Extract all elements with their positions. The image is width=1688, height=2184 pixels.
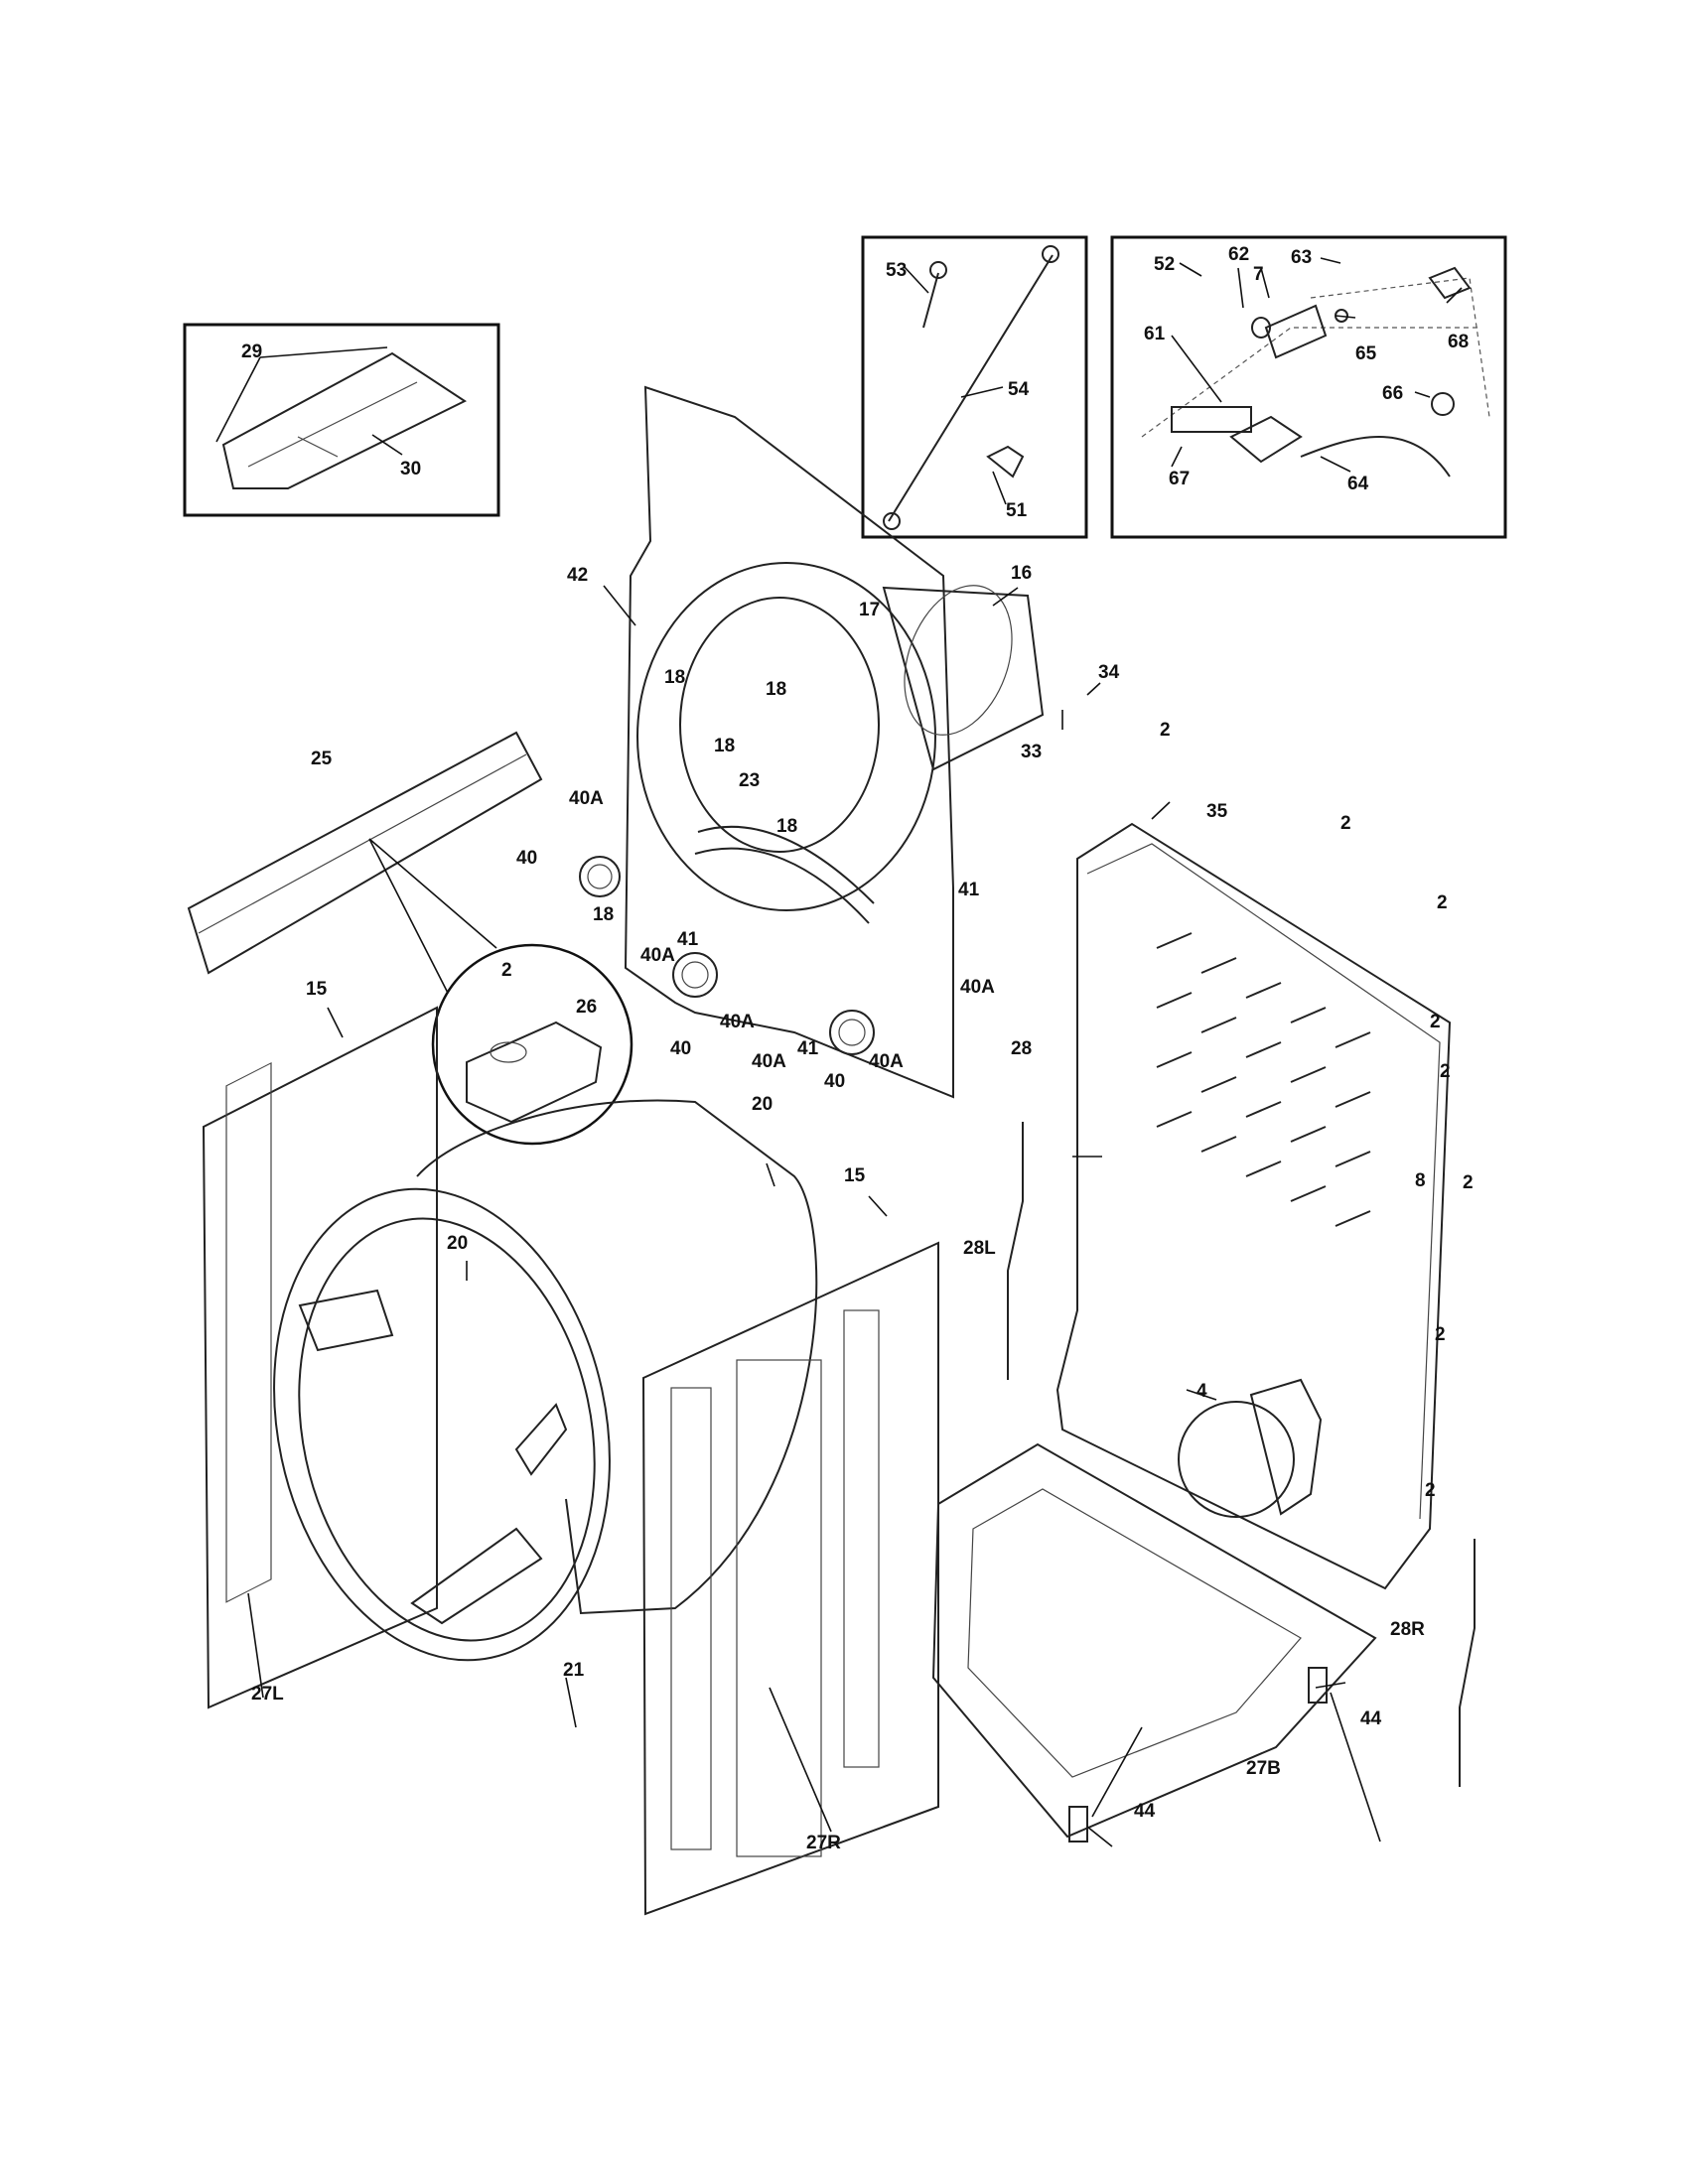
right-side-panel bbox=[641, 1241, 939, 1916]
callout-15-a: 15 bbox=[306, 979, 328, 1000]
callout-25: 25 bbox=[311, 749, 333, 769]
callout-40a-d: 40A bbox=[720, 1012, 755, 1032]
callout-20-b: 20 bbox=[447, 1233, 468, 1254]
callout-34: 34 bbox=[1098, 662, 1120, 683]
callout-2-g: 2 bbox=[1435, 1324, 1446, 1345]
callout-40a-f: 40A bbox=[869, 1051, 904, 1072]
lint-screen-housing bbox=[882, 585, 1045, 771]
callout-2-d: 2 bbox=[501, 960, 512, 981]
callout-68: 68 bbox=[1448, 332, 1469, 352]
callout-41-c: 41 bbox=[797, 1038, 819, 1059]
callout-26: 26 bbox=[576, 997, 597, 1018]
callout-65: 65 bbox=[1355, 343, 1377, 364]
callout-52: 52 bbox=[1154, 254, 1175, 275]
callout-44-b: 44 bbox=[1134, 1801, 1156, 1822]
side-strips bbox=[1007, 1122, 1476, 1787]
callout-4: 4 bbox=[1196, 1381, 1207, 1402]
callout-44-a: 44 bbox=[1360, 1708, 1382, 1729]
callout-2-b: 2 bbox=[1340, 813, 1351, 834]
rear-panel-vent-opening bbox=[1178, 1378, 1323, 1518]
blower-wheels bbox=[579, 856, 875, 1055]
callout-53: 53 bbox=[886, 260, 907, 281]
callout-18-e: 18 bbox=[593, 904, 614, 925]
rear-panel-vents bbox=[1156, 932, 1371, 1227]
callout-40-c: 40 bbox=[824, 1071, 845, 1092]
callout-67: 67 bbox=[1169, 469, 1190, 489]
callout-66: 66 bbox=[1382, 383, 1403, 404]
callout-16: 16 bbox=[1011, 563, 1032, 584]
callout-2-a: 2 bbox=[1160, 720, 1171, 741]
left-side-panel bbox=[202, 1006, 438, 1709]
callout-18-d: 18 bbox=[776, 816, 797, 837]
callout-42: 42 bbox=[567, 565, 588, 586]
cabinet-base bbox=[931, 1442, 1377, 1839]
callout-35: 35 bbox=[1206, 801, 1228, 822]
callout-61: 61 bbox=[1144, 324, 1166, 344]
callout-28R: 28R bbox=[1390, 1619, 1425, 1640]
callout-62: 62 bbox=[1228, 244, 1249, 265]
callout-28: 28 bbox=[1011, 1038, 1032, 1059]
rear-panel bbox=[1055, 822, 1452, 1590]
callout-41-a: 41 bbox=[958, 880, 980, 900]
callout-27R: 27R bbox=[806, 1833, 841, 1853]
callout-2-c: 2 bbox=[1437, 892, 1448, 913]
callout-7: 7 bbox=[1253, 264, 1264, 285]
callout-29: 29 bbox=[241, 341, 262, 362]
drum bbox=[273, 1099, 818, 1662]
part-callouts: 29 30 53 54 51 52 62 7 63 61 65 66 68 67… bbox=[241, 244, 1474, 1853]
callout-40-a: 40 bbox=[516, 848, 537, 869]
rear-bulkhead bbox=[624, 385, 954, 1099]
inset-water-valve bbox=[1110, 235, 1507, 539]
leader-lines bbox=[215, 257, 1463, 1847]
callout-41-b: 41 bbox=[677, 929, 699, 950]
callout-17: 17 bbox=[859, 600, 880, 620]
callout-30: 30 bbox=[400, 459, 421, 479]
callout-51: 51 bbox=[1006, 500, 1028, 521]
leveling-feet bbox=[1068, 1667, 1328, 1843]
callout-40-b: 40 bbox=[670, 1038, 691, 1059]
inset-hoses bbox=[861, 235, 1088, 539]
callout-23: 23 bbox=[739, 770, 760, 791]
control-board-detail bbox=[368, 838, 633, 1146]
callout-63: 63 bbox=[1291, 247, 1312, 268]
callout-18-a: 18 bbox=[664, 667, 685, 688]
top-rail bbox=[187, 731, 543, 975]
callout-18-c: 18 bbox=[714, 736, 735, 756]
callout-18-b: 18 bbox=[766, 679, 786, 700]
inset-duct-panel bbox=[183, 323, 500, 517]
callout-27B: 27B bbox=[1246, 1758, 1281, 1779]
callout-40a-c: 40A bbox=[960, 977, 995, 998]
callout-27L: 27L bbox=[251, 1684, 284, 1705]
callout-2-e: 2 bbox=[1440, 1061, 1451, 1082]
callout-15-b: 15 bbox=[844, 1165, 866, 1186]
callout-40a-a: 40A bbox=[569, 788, 604, 809]
callout-33: 33 bbox=[1021, 742, 1042, 762]
callout-2-h: 2 bbox=[1425, 1480, 1436, 1501]
callout-64: 64 bbox=[1347, 474, 1369, 494]
callout-8: 8 bbox=[1415, 1170, 1426, 1191]
callout-54: 54 bbox=[1008, 379, 1030, 400]
callout-2-f: 2 bbox=[1463, 1172, 1474, 1193]
callout-2-i: 2 bbox=[1430, 1012, 1441, 1032]
callout-40a-e: 40A bbox=[752, 1051, 786, 1072]
callout-28L: 28L bbox=[963, 1238, 996, 1259]
callout-20-a: 20 bbox=[752, 1094, 773, 1115]
callout-40a-b: 40A bbox=[640, 945, 675, 966]
callout-21: 21 bbox=[563, 1660, 585, 1681]
